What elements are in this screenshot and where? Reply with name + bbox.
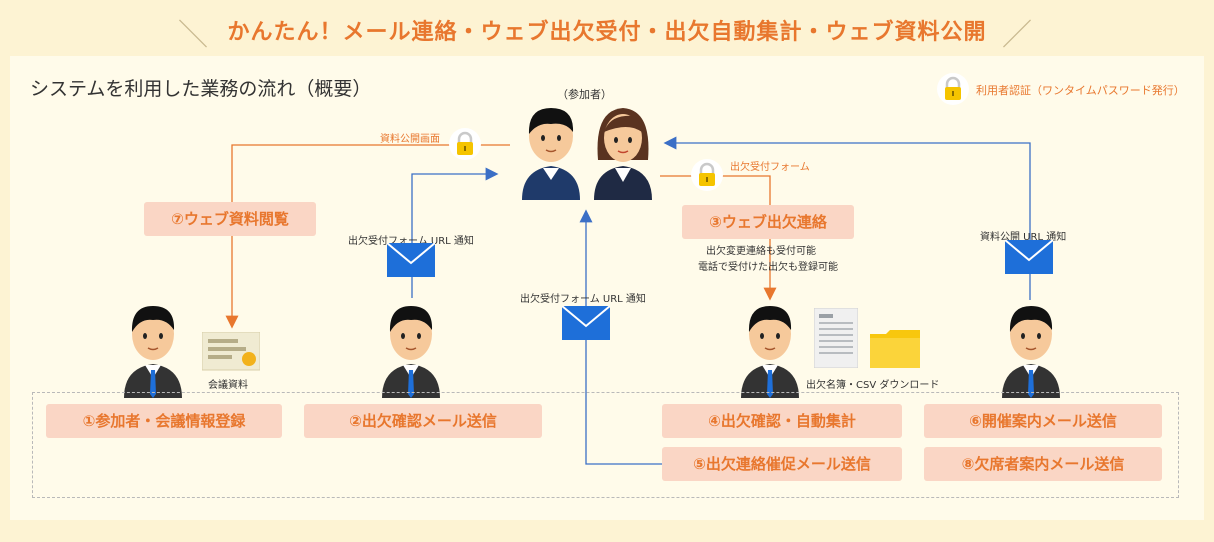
mail-envelope-icon — [387, 243, 435, 277]
banner: ＼ かんたん！メール連絡・ウェブ出欠受付・出欠自動集計・ウェブ資料公開 ／ — [0, 0, 1214, 56]
attend-form-label: 出欠受付フォーム — [730, 162, 810, 173]
legend-text: 利用者認証（ワンタイムパスワード発行） — [976, 84, 1185, 97]
padlock-icon — [937, 73, 969, 105]
form-url-label-left: 出欠受付フォーム URL 通知 — [348, 236, 474, 247]
admin-staff-icon — [124, 306, 182, 398]
step-5-reminder-mail: ⑤出欠連絡催促メール送信 — [662, 447, 902, 481]
folder-icon — [870, 330, 920, 368]
note-line-1: 出欠変更連絡も受付可能 — [706, 246, 816, 257]
connector-doc-view — [225, 144, 510, 329]
certificate-document-icon — [202, 332, 260, 371]
step-8-absentee-mail: ⑧欠席者案内メール送信 — [924, 447, 1162, 481]
admin-staff-icon — [382, 306, 440, 398]
participants-label: （参加者） — [557, 88, 612, 101]
note-line-2: 電話で受付けた出欠も登録可能 — [698, 262, 838, 273]
banner-title: かんたん！メール連絡・ウェブ出欠受付・出欠自動集計・ウェブ資料公開 — [227, 20, 987, 45]
doc-page-label: 資料公開画面 — [380, 134, 440, 145]
connector-reminder — [579, 209, 662, 465]
step-1-register: ①参加者・会議情報登録 — [46, 404, 282, 438]
mail-envelope-icon — [562, 306, 610, 340]
participant-man-icon — [522, 108, 580, 200]
form-url-label-center: 出欠受付フォーム URL 通知 — [520, 294, 646, 305]
csv-download-label: 出欠名簿・CSV ダウンロード — [806, 380, 940, 391]
participant-woman-icon — [594, 108, 652, 200]
diagram-subtitle: システムを利用した業務の流れ（概要） — [30, 78, 372, 100]
step-3-web-attendance: ③ウェブ出欠連絡 — [682, 205, 854, 239]
step-4-auto-tally: ④出欠確認・自動集計 — [662, 404, 902, 438]
mail-envelope-icon — [1005, 240, 1053, 274]
step-6-invitation-mail: ⑥開催案内メール送信 — [924, 404, 1162, 438]
padlock-icon — [691, 159, 723, 191]
doc-url-label: 資料公開 URL 通知 — [980, 232, 1067, 243]
admin-operations-area — [32, 392, 1179, 498]
banner-slash-right: ／ — [1002, 18, 1032, 53]
step-7-web-docs: ⑦ウェブ資料閲覧 — [144, 202, 316, 236]
admin-staff-icon — [1002, 306, 1060, 398]
padlock-icon — [449, 128, 481, 160]
step-2-confirm-mail: ②出欠確認メール送信 — [304, 404, 542, 438]
document-list-icon — [814, 308, 858, 368]
banner-slash-left: ＼ — [178, 18, 208, 53]
admin-staff-icon — [741, 306, 799, 398]
meeting-docs-label: 会議資料 — [208, 380, 248, 391]
